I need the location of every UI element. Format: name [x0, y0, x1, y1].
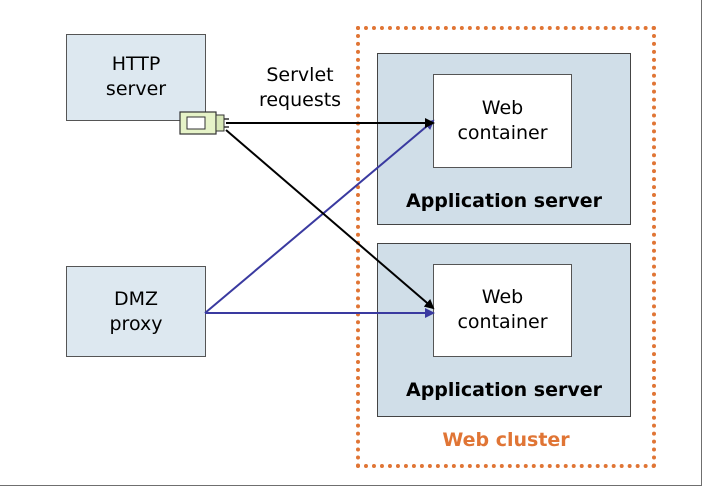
application-server-2-label: Application server: [405, 379, 602, 401]
application-server-1-label: Application server: [405, 190, 602, 212]
plugin-icon: [179, 111, 229, 135]
web-cluster-label: Web cluster: [442, 429, 570, 451]
http-to-container-2-arrow: [225, 129, 435, 310]
http-server-label: HTTP server: [105, 53, 167, 100]
dmz-proxy-box: DMZ proxy: [66, 266, 206, 357]
http-server-box: HTTP server: [66, 34, 206, 121]
proxy-to-container-1-arrow: [204, 119, 435, 314]
web-cluster-boundary: [356, 26, 656, 468]
web-container-1: Web container: [433, 74, 572, 168]
dmz-proxy-label: DMZ proxy: [109, 288, 163, 335]
web-container-1-label: Web container: [457, 97, 548, 144]
application-server-1: Web container Application server: [377, 53, 631, 225]
web-container-2: Web container: [433, 264, 572, 357]
application-server-2: Web container Application server: [377, 243, 631, 417]
servlet-requests-label: Servlet requests: [258, 64, 342, 111]
web-container-2-label: Web container: [457, 286, 548, 333]
